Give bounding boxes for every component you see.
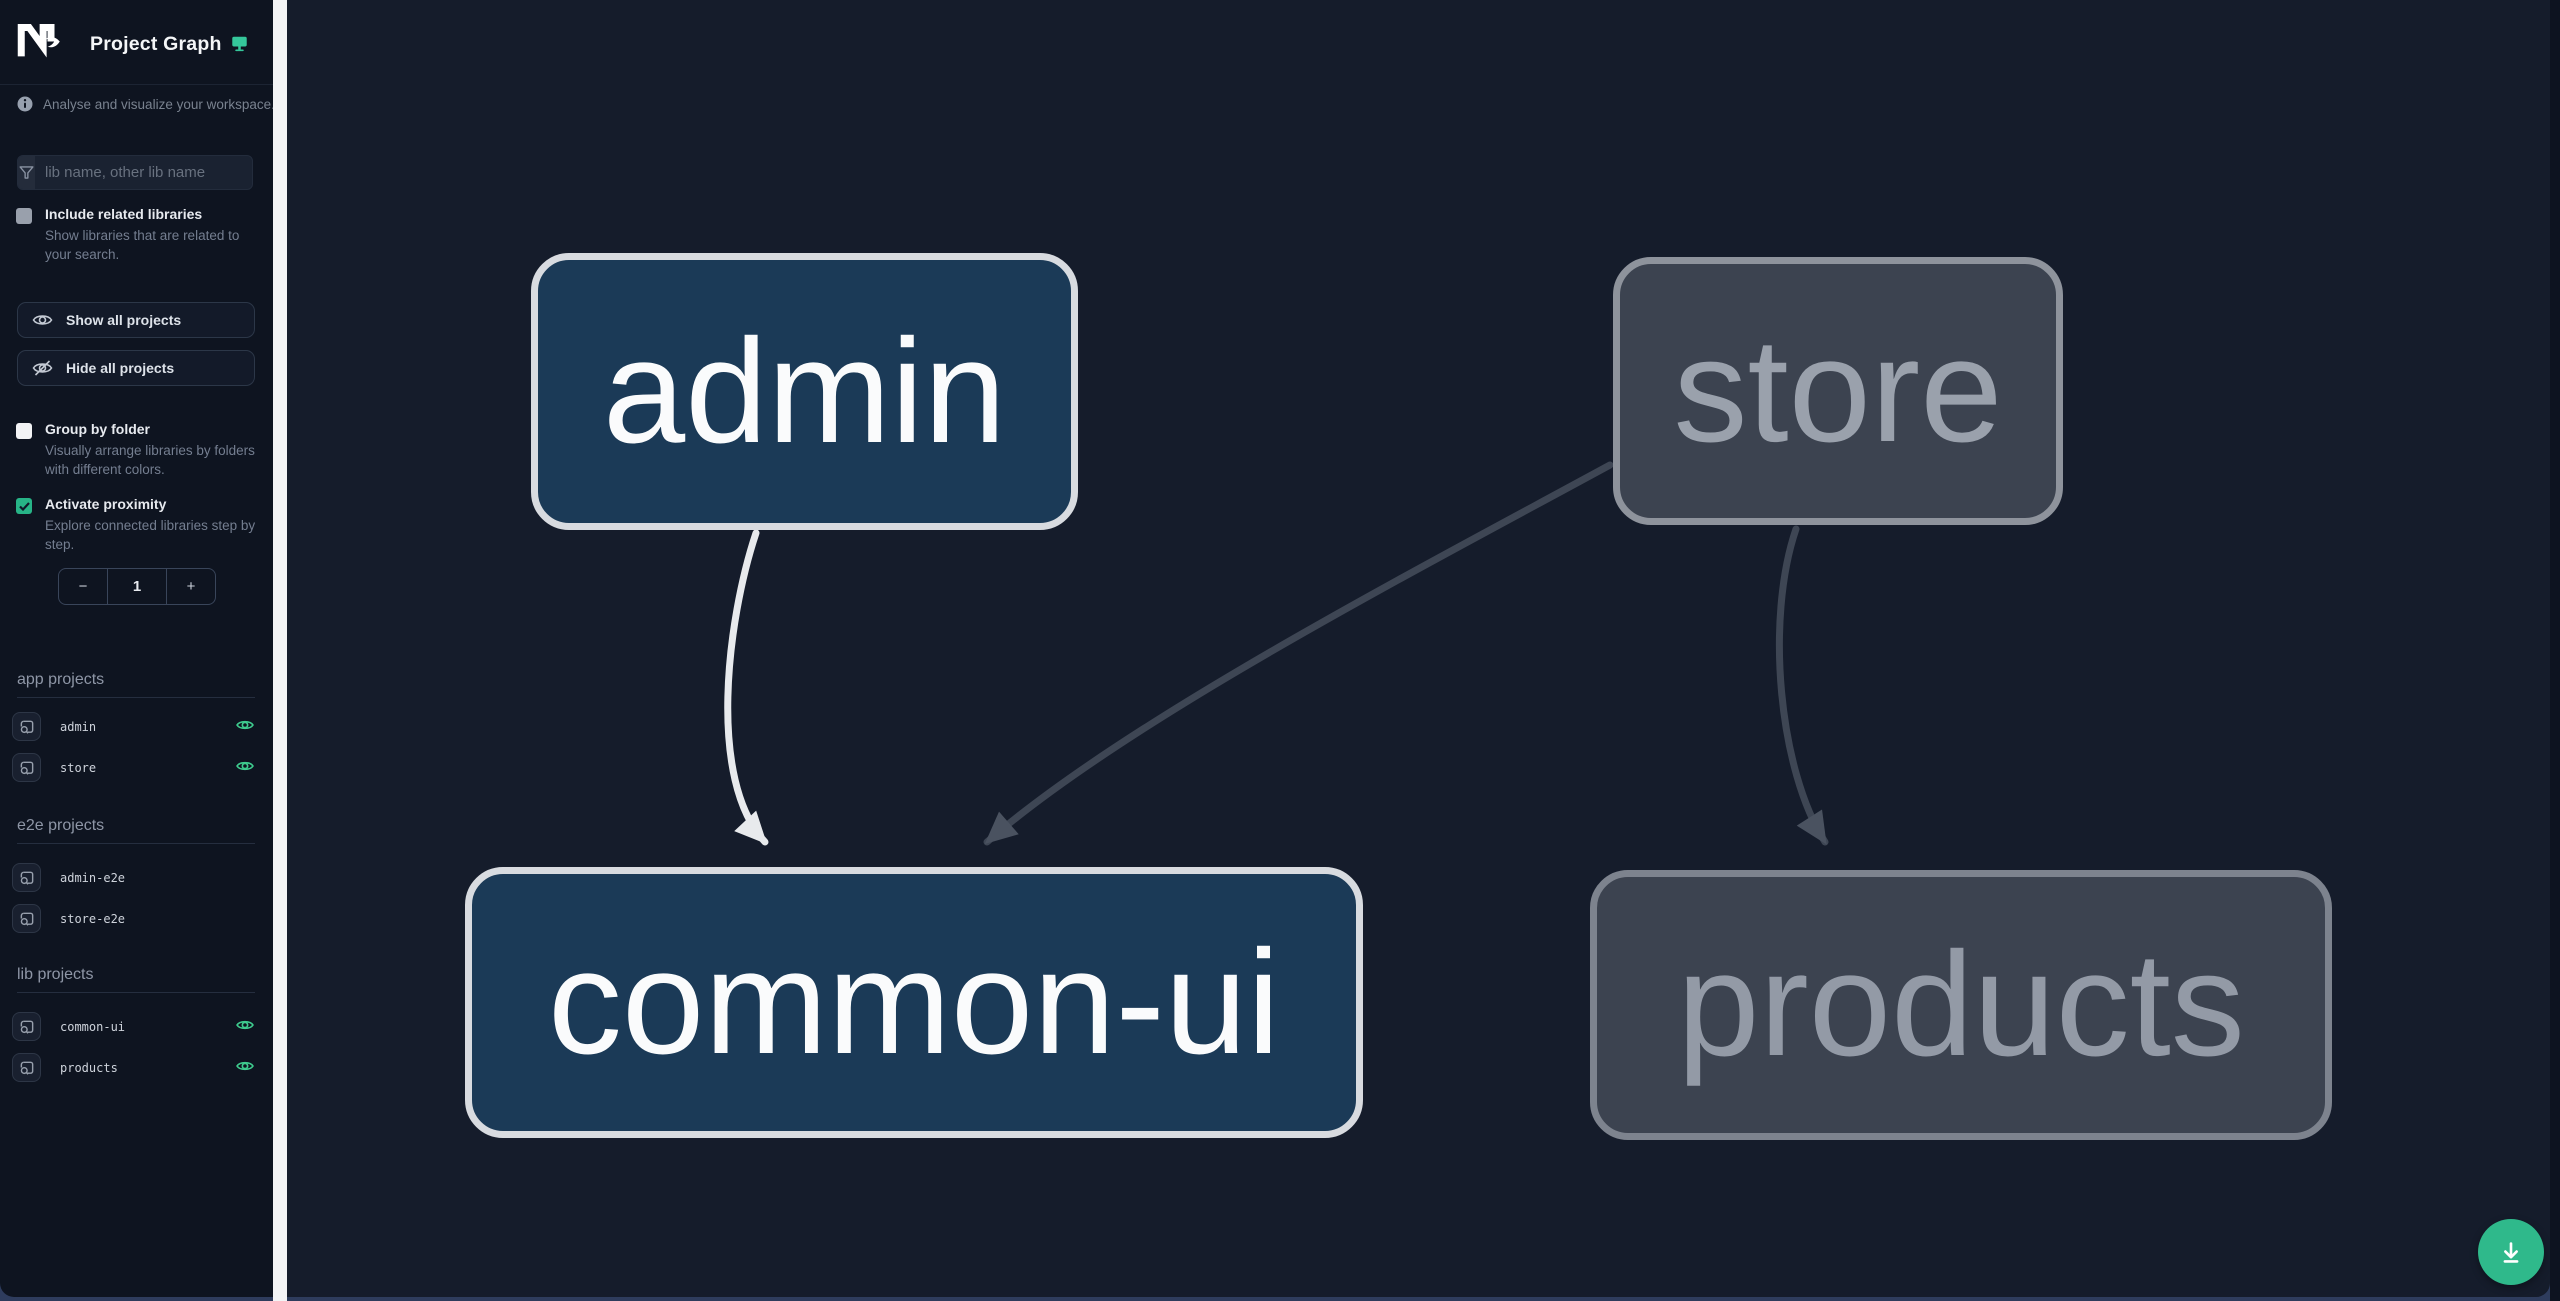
project-row-products: products <box>0 1053 273 1083</box>
focus-icon <box>20 720 33 734</box>
info-icon <box>17 96 33 112</box>
search-box <box>17 155 253 190</box>
eye-off-icon <box>32 360 53 376</box>
page-title: Project Graph <box>90 33 222 55</box>
focus-project-button[interactable] <box>12 712 41 741</box>
activate-proximity-checkbox[interactable] <box>16 498 32 514</box>
dependency-edges <box>724 461 1829 846</box>
check-icon <box>18 501 30 511</box>
search-input[interactable] <box>35 156 252 189</box>
group-by-folder-checkbox[interactable] <box>16 423 32 439</box>
node-label: products <box>1677 922 2245 1087</box>
focus-icon <box>20 1020 33 1034</box>
panel-resize-handle[interactable] <box>273 0 287 1301</box>
node-label: common-ui <box>548 919 1280 1085</box>
focus-icon <box>20 761 33 775</box>
project-row-admin: admin <box>0 712 273 742</box>
project-row-admin-e2e: admin-e2e <box>0 863 273 893</box>
focus-icon <box>20 1061 33 1075</box>
increment-button[interactable]: + <box>167 569 215 604</box>
focus-icon <box>20 912 33 926</box>
sidebar-header: Project Graph <box>0 0 273 85</box>
focus-project-button[interactable] <box>12 863 41 892</box>
tagline-text: Analyse and visualize your workspace. <box>43 96 275 112</box>
monitor-icon[interactable] <box>231 35 248 52</box>
section-title-e2e-projects: e2e projects <box>17 817 255 844</box>
proximity-depth-stepper: − 1 + <box>58 568 216 605</box>
node-label: admin <box>602 308 1007 474</box>
decrement-button[interactable]: − <box>59 569 107 604</box>
edge-admin-to-common-ui <box>724 529 769 846</box>
project-row-store: store <box>0 753 273 783</box>
project-name: common-ui <box>60 1020 126 1034</box>
filter-funnel-icon <box>18 156 35 189</box>
project-name: admin-e2e <box>60 871 126 885</box>
eye-icon <box>32 315 53 325</box>
download-icon <box>2503 1242 2519 1263</box>
button-label: Hide all projects <box>66 360 175 376</box>
graph-node-store[interactable]: store <box>1613 257 2063 525</box>
visibility-eye-icon[interactable] <box>236 1059 254 1073</box>
focus-icon <box>20 871 33 885</box>
option-label: Group by folder <box>45 421 150 437</box>
workspace-tagline: Analyse and visualize your workspace. <box>17 96 275 112</box>
project-row-store-e2e: store-e2e <box>0 904 273 934</box>
graph-node-common-ui[interactable]: common-ui <box>465 867 1363 1138</box>
focus-project-button[interactable] <box>12 753 41 782</box>
include-related-checkbox[interactable] <box>16 208 32 224</box>
graph-node-admin[interactable]: admin <box>531 253 1078 530</box>
section-title-lib-projects: lib projects <box>17 966 255 993</box>
show-all-projects-button[interactable]: Show all projects <box>17 302 255 338</box>
option-label: Activate proximity <box>45 496 167 512</box>
right-gutter <box>2550 0 2560 1301</box>
project-name: store <box>60 761 97 775</box>
hide-all-projects-button[interactable]: Hide all projects <box>17 350 255 386</box>
option-label: Include related libraries <box>45 206 203 222</box>
visibility-eye-icon[interactable] <box>236 759 254 773</box>
project-name: store-e2e <box>60 912 126 926</box>
node-label: store <box>1673 308 2003 473</box>
focus-project-button[interactable] <box>12 1012 41 1041</box>
focus-project-button[interactable] <box>12 1053 41 1082</box>
project-row-common-ui: common-ui <box>0 1012 273 1042</box>
graph-canvas[interactable]: admin store common-ui products <box>287 0 2550 1297</box>
sidebar: Project Graph Analyse and visualize your… <box>0 0 275 1297</box>
visibility-eye-icon[interactable] <box>236 718 254 732</box>
project-name: admin <box>60 720 97 734</box>
section-title-app-projects: app projects <box>17 671 255 698</box>
edge-store-to-common-ui <box>983 461 1614 846</box>
download-graph-button[interactable] <box>2478 1219 2544 1285</box>
project-name: products <box>60 1061 118 1075</box>
edge-store-to-products <box>1775 525 1829 846</box>
graph-node-products[interactable]: products <box>1590 870 2332 1140</box>
focus-project-button[interactable] <box>12 904 41 933</box>
option-description: Show libraries that are related to your … <box>45 228 240 262</box>
nx-logo-icon <box>17 24 60 58</box>
visibility-eye-icon[interactable] <box>236 1018 254 1032</box>
option-description: Explore connected libraries step by step… <box>45 518 256 552</box>
button-label: Show all projects <box>66 312 182 328</box>
proximity-depth-value: 1 <box>107 569 167 604</box>
option-description: Visually arrange libraries by folders wi… <box>45 443 255 477</box>
